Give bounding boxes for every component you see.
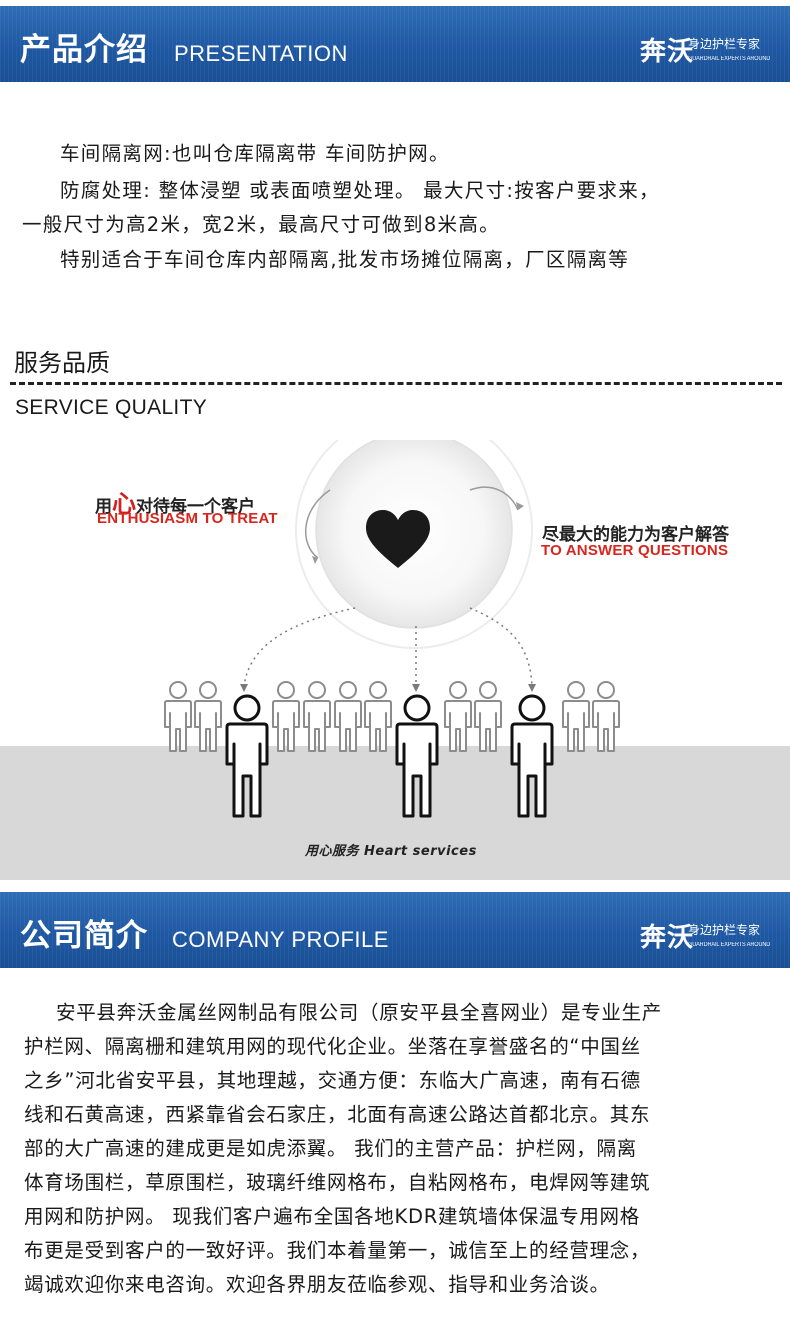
outer-ring: [295, 440, 533, 649]
intro-line: 一般尺寸为高2米，宽2米，最高尺寸可做到8米高。: [22, 213, 500, 236]
profile-line: 部的大广高速的建成更是如虎添翼。 我们的主营产品：护栏网，隔离: [24, 1137, 637, 1160]
banner-title-cn: 公司简介: [20, 918, 148, 954]
service-title-en: SERVICE QUALITY: [15, 396, 208, 419]
arrow-right-curve: [469, 486, 519, 511]
large-person-icon: [510, 694, 554, 818]
intro-line: 防腐处理: 整体浸塑 或表面喷塑处理。 最大尺寸:按客户要求来，: [60, 179, 660, 202]
small-person-icon: [303, 681, 331, 752]
presentation-banner: 产品介绍 PRESENTATION 奔沃 身边护栏专家 GUARDRAIL EX…: [0, 6, 790, 82]
brand-slogan: 身边护栏专家: [688, 37, 761, 51]
banner-title-en: PRESENTATION: [174, 41, 348, 66]
brand-name: 奔沃: [639, 923, 694, 953]
profile-line: 体育场围栏，草原围栏，玻璃纤维网格布，自粘网格布，电焊网等建筑: [24, 1171, 651, 1194]
brand-slogan-en: GUARDRAIL EXPERTS AROUND: [688, 942, 771, 948]
intro-line: 特别适合于车间仓库内部隔离,批发市场摊位隔离，厂区隔离等: [60, 248, 630, 271]
small-person-icon: [194, 681, 222, 752]
dotted-arrow-right-head: [528, 684, 536, 692]
diagram-caption: 用心服务 Heart services: [305, 844, 477, 859]
banner-texture: [0, 6, 790, 82]
brand-slogan: 身边护栏专家: [688, 923, 761, 937]
banner-title-en: COMPANY PROFILE: [172, 927, 389, 952]
small-person-icon: [364, 681, 392, 752]
profile-line: 护栏网、隔离栅和建筑用网的现代化企业。坐落在享誉盛名的“中国丝: [24, 1035, 641, 1058]
small-person-icon: [562, 681, 590, 752]
right-label-cn: 尽最大的能力为客户解答: [542, 525, 729, 545]
right-label-en: TO ANSWER QUESTIONS: [541, 542, 729, 559]
small-person-icon: [164, 681, 192, 752]
heart-character: 心: [112, 490, 136, 518]
banner-title-cn: 产品介绍: [20, 32, 148, 68]
dotted-arrow-left-head: [240, 684, 248, 692]
dotted-arrow-left: [243, 607, 356, 687]
left-label-cn: 用心对待每一个客户: [95, 490, 255, 518]
heart-icon: [366, 510, 430, 568]
brand-slogan-en: GUARDRAIL EXPERTS AROUND: [688, 56, 771, 62]
dotted-arrow-center-head: [412, 684, 420, 692]
profile-line: 用网和防护网。 现我们客户遍布全国各地KDR建筑墙体保温专用网格: [24, 1205, 640, 1228]
small-person-icon: [592, 681, 620, 752]
left-label-en: ENTHUSIASM TO TREAT: [97, 510, 278, 527]
large-person-icon: [395, 694, 439, 818]
profile-line: 竭诚欢迎你来电咨询。欢迎各界朋友莅临参观、指导和业务洽谈。: [24, 1273, 610, 1296]
arrow-left-curve: [305, 489, 331, 559]
diagram-floor: [0, 746, 790, 880]
small-person-icon: [272, 681, 300, 752]
banner-texture: [0, 892, 790, 968]
small-person-icon: [334, 681, 362, 752]
diagram-graphic: [164, 440, 620, 818]
profile-line: 安平县奔沃金属丝网制品有限公司（原安平县全喜网业）是专业生产: [56, 1001, 663, 1024]
profile-line: 之乡”河北省安平县，其地理越，交通方便：东临大广高速，南有石德: [24, 1069, 641, 1092]
large-person-icon: [225, 694, 269, 818]
arrow-right-head: [516, 502, 524, 510]
brand-name: 奔沃: [639, 37, 694, 67]
service-diagram: 用心对待每一个客户 ENTHUSIASM TO TREAT 尽最大的能力为客户解…: [0, 440, 790, 880]
intro-line: 车间隔离网:也叫仓库隔离带 车间防护网。: [60, 142, 450, 165]
profile-line: 布更是受到客户的一致好评。我们本着量第一，诚信至上的经营理念，: [24, 1239, 651, 1262]
small-person-icon: [444, 681, 472, 752]
service-title-cn: 服务品质: [14, 349, 110, 377]
profile-line: 线和石黄高速，西紧靠省会石家庄，北面有高速公路达首都北京。其东: [24, 1103, 651, 1126]
dotted-arrow-right: [469, 607, 533, 687]
small-person-icon: [474, 681, 502, 752]
arrow-left-head: [312, 556, 318, 564]
dashed-divider: [10, 382, 782, 385]
company-profile-banner: 公司简介 COMPANY PROFILE 奔沃 身边护栏专家 GUARDRAIL…: [0, 892, 790, 968]
